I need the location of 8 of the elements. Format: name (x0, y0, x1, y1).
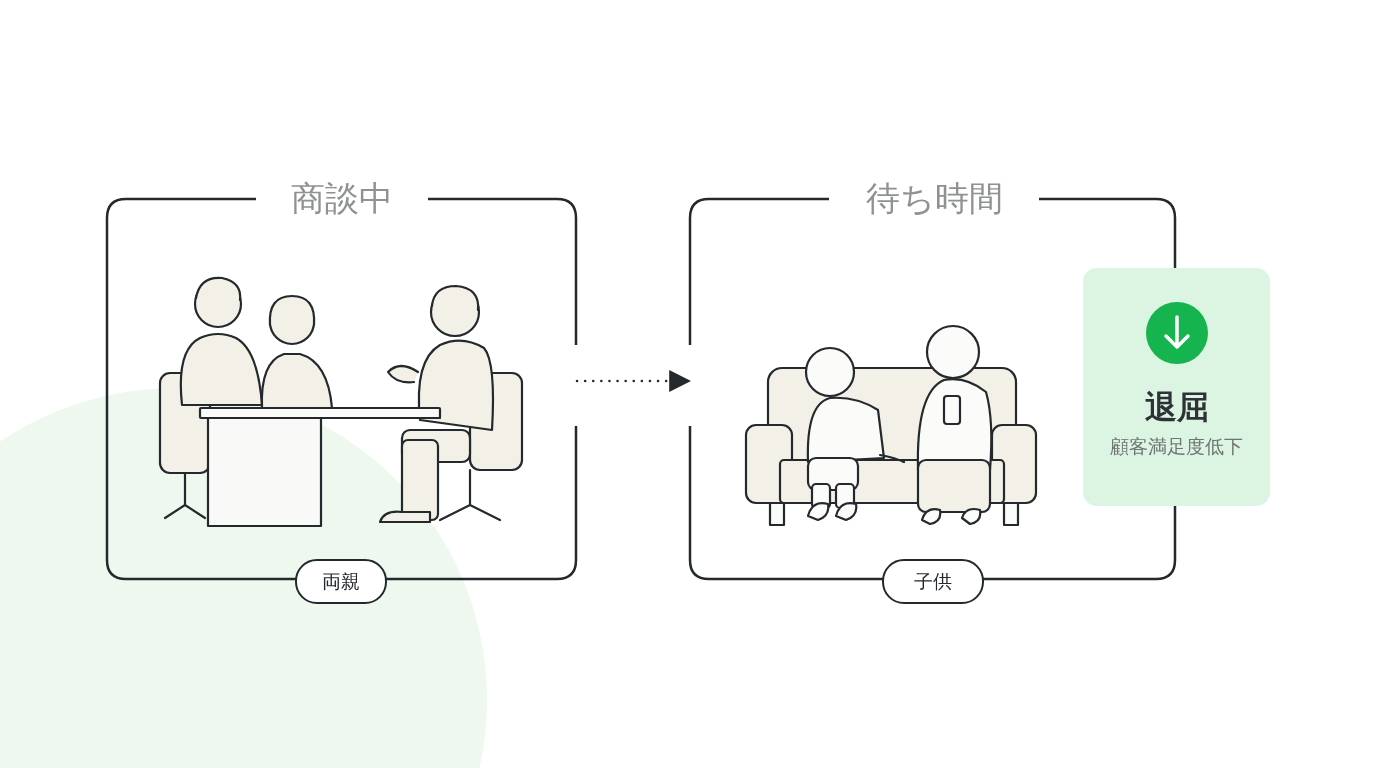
result-card (1083, 268, 1270, 506)
dotted-arrow (575, 370, 692, 392)
tag-label: 子供 (882, 559, 984, 604)
frame-heading: 待ち時間 (864, 177, 1004, 220)
result-description: 顧客満足度低下 (1109, 434, 1244, 459)
result-title: 退屈 (1143, 387, 1210, 428)
frame-heading: 商談中 (290, 177, 394, 220)
tag-label: 両親 (295, 559, 387, 604)
